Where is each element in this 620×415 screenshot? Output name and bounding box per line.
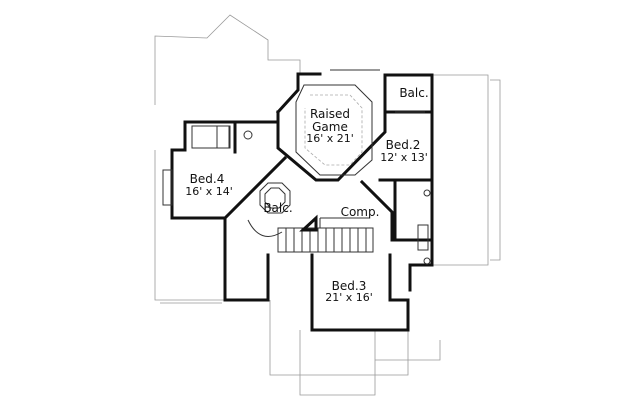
balc-center-label: Balc. [263,201,292,215]
comp-label: Comp. [341,205,380,219]
game-room-name-1: Raised [310,107,350,121]
fixtures [162,69,431,265]
bed3-name: Bed.3 [332,279,367,293]
bed4-size: 16' x 14' [185,185,233,198]
walls [170,72,434,332]
balc-octagon [259,182,291,214]
bed3-size: 21' x 16' [325,291,373,304]
balc-top-label: Balc. [399,86,428,100]
game-room-name-2: Game [312,120,348,134]
bed2-size: 12' x 13' [380,151,428,164]
bed4-name: Bed.4 [190,172,225,186]
room-labels: Raised Game 16' x 21' Balc. Bed.2 12' x … [185,86,428,304]
bed2-name: Bed.2 [386,138,421,152]
game-room-size: 16' x 21' [306,132,354,145]
roof-outline [154,14,501,396]
